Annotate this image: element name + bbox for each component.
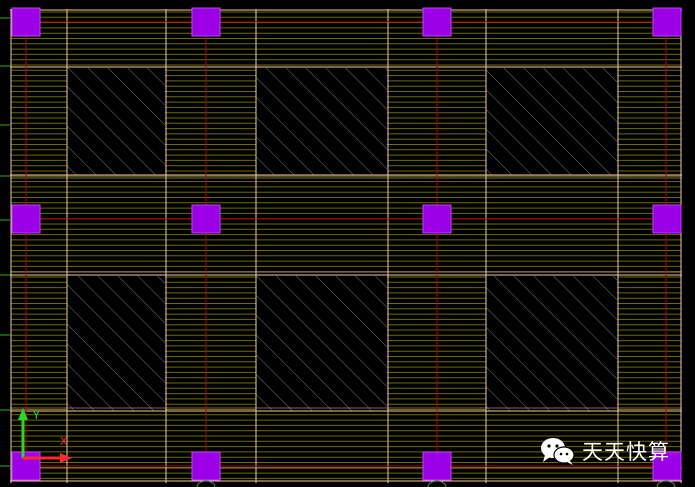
ucs-y-label: Y bbox=[33, 409, 40, 422]
opening-hatch bbox=[67, 68, 165, 175]
tick-group bbox=[0, 17, 676, 487]
column bbox=[191, 451, 221, 481]
ucs-x-arrow bbox=[60, 453, 72, 463]
column bbox=[422, 451, 452, 481]
column bbox=[652, 7, 682, 37]
opening-hatch bbox=[67, 276, 165, 411]
column bbox=[652, 451, 682, 481]
watermark: 天天快算 bbox=[540, 434, 670, 468]
column-group bbox=[11, 7, 682, 481]
column bbox=[191, 7, 221, 37]
ucs-y-arrow bbox=[18, 408, 28, 420]
column bbox=[191, 204, 221, 234]
column bbox=[652, 204, 682, 234]
opening-hatch bbox=[256, 68, 387, 175]
opening-hatch bbox=[256, 276, 387, 411]
axis-bubble bbox=[196, 480, 216, 487]
column bbox=[11, 204, 41, 234]
axis-bubble bbox=[656, 480, 676, 487]
axis-bubble bbox=[427, 480, 447, 487]
watermark-text: 天天快算 bbox=[582, 440, 670, 464]
opening-hatch bbox=[486, 276, 617, 411]
axis-group bbox=[14, 18, 678, 476]
column bbox=[11, 451, 41, 481]
ucs-x-label: X bbox=[60, 435, 68, 448]
beam-group bbox=[10, 9, 682, 483]
opening-hatch bbox=[486, 68, 617, 175]
column bbox=[422, 204, 452, 234]
wechat-icon bbox=[541, 438, 575, 465]
ucs-icon bbox=[18, 408, 72, 463]
column bbox=[422, 7, 452, 37]
column bbox=[11, 7, 41, 37]
